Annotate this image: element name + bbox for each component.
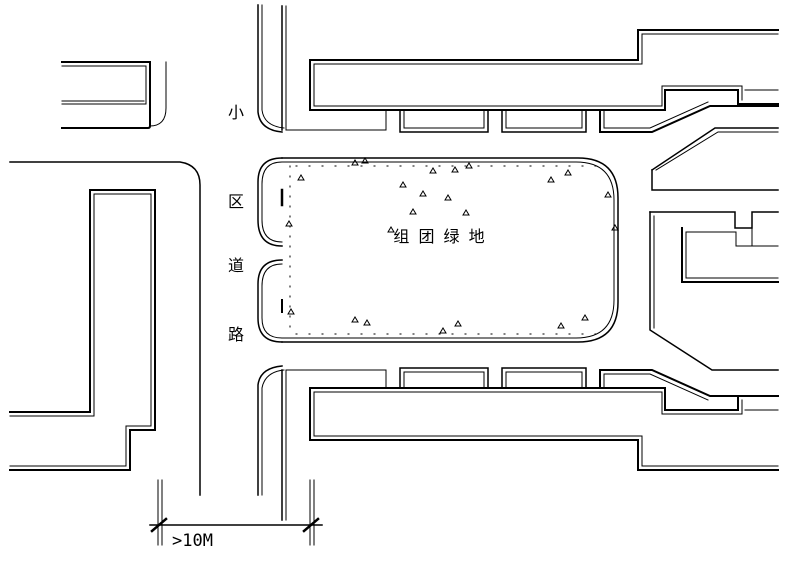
vegetation-marker-icon (451, 166, 459, 173)
building-right-middle (649, 211, 779, 371)
vegetation-marker-icon (439, 327, 447, 334)
vegetation-marker-icon (409, 208, 417, 215)
building-top-right (285, 29, 779, 191)
vegetation-marker-icon (429, 167, 437, 174)
dimension-line (149, 479, 323, 546)
vegetation-marker-icon (287, 308, 295, 315)
vegetation-marker-icon (557, 322, 565, 329)
building-top-left (61, 61, 167, 129)
vegetation-marker-icon (611, 224, 619, 231)
vegetation-marker-icon (419, 190, 427, 197)
vegetation-markers (285, 157, 619, 334)
green-space-boundary (257, 157, 619, 343)
vegetation-marker-icon (444, 194, 452, 201)
vegetation-marker-icon (285, 220, 293, 227)
vegetation-marker-icon (604, 191, 612, 198)
vegetation-marker-icon (462, 209, 470, 216)
road-label-char-1: 小 (228, 103, 244, 122)
vegetation-marker-icon (361, 157, 369, 164)
vegetation-marker-icon (454, 320, 462, 327)
vegetation-marker-icon (387, 226, 395, 233)
road-label: 小 区 道 路 (228, 103, 244, 344)
dimension-label: >10M (172, 531, 213, 551)
vegetation-marker-icon (465, 162, 473, 169)
road-edges (257, 4, 287, 521)
road-label-char-4: 路 (228, 325, 244, 344)
road-label-char-2: 区 (228, 192, 244, 211)
vegetation-marker-icon (564, 169, 572, 176)
green-space-label: 组 团 绿 地 (393, 227, 486, 246)
vegetation-marker-icon (351, 316, 359, 323)
vegetation-marker-icon (581, 314, 589, 321)
vegetation-marker-icon (297, 174, 305, 181)
vegetation-marker-icon (399, 181, 407, 188)
vegetation-marker-icon (547, 176, 555, 183)
building-bottom-right (285, 367, 779, 471)
vegetation-marker-icon (363, 319, 371, 326)
road-label-char-3: 道 (228, 256, 244, 275)
building-bottom-left (9, 161, 201, 496)
vegetation-marker-icon (351, 159, 359, 166)
